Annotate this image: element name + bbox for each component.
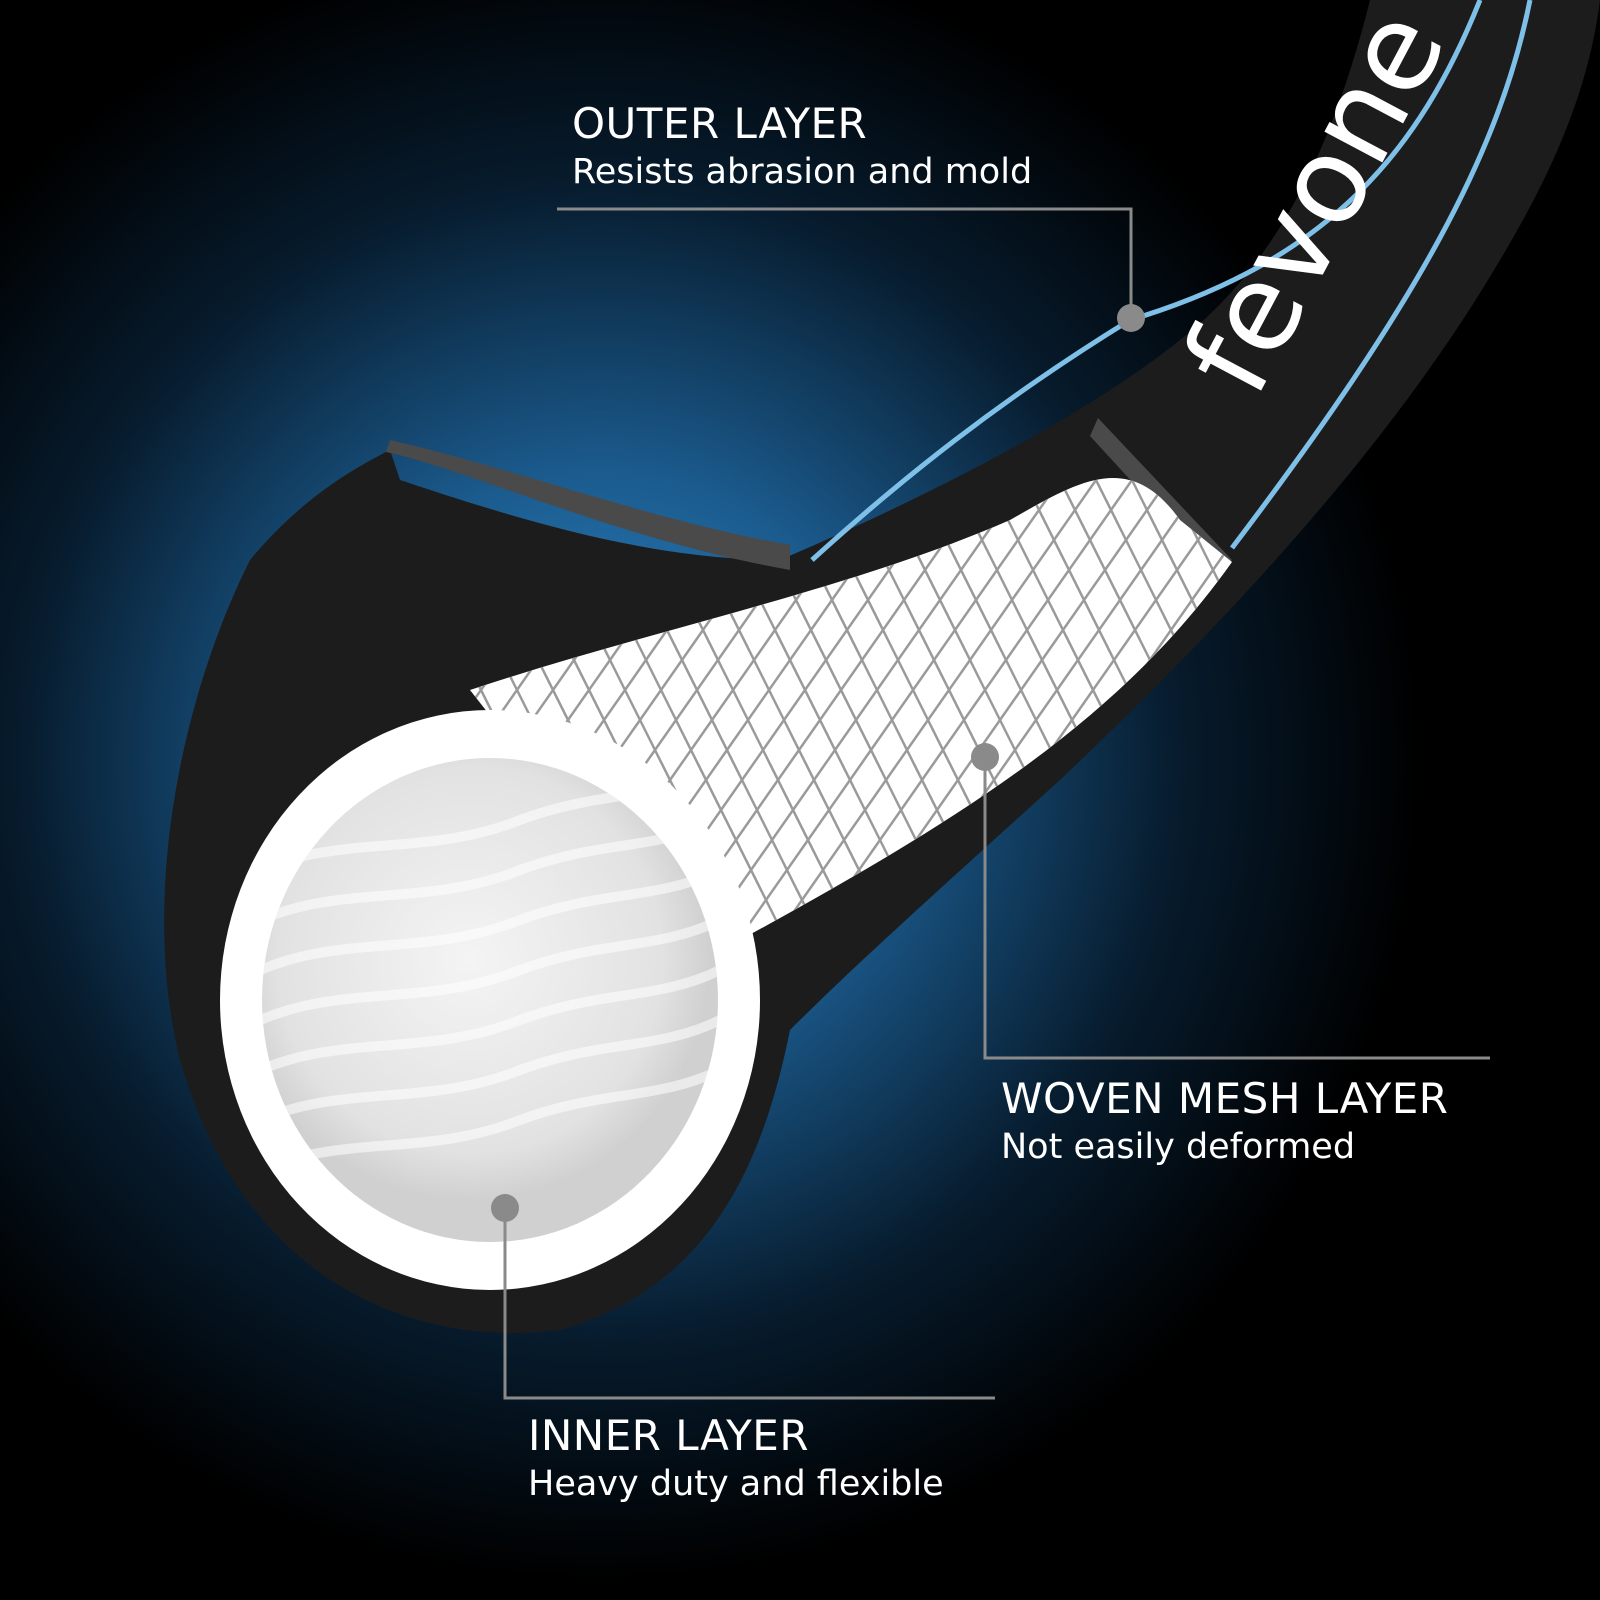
callout-mesh xyxy=(971,743,1490,1060)
mesh-layer-title: WOVEN MESH LAYER xyxy=(1001,1074,1449,1123)
callout-dot-inner xyxy=(491,1194,519,1222)
callout-inner xyxy=(491,1194,995,1400)
outer-layer-label: OUTER LAYER Resists abrasion and mold xyxy=(572,99,1033,193)
outer-layer-subtitle: Resists abrasion and mold xyxy=(572,152,1033,193)
mesh-strand xyxy=(694,478,1118,940)
inner-layer-label: INNER LAYER Heavy duty and flexible xyxy=(528,1411,944,1505)
mesh-strand xyxy=(730,478,1154,940)
inner-layer xyxy=(220,710,760,1290)
mesh-layer-subtitle: Not easily deformed xyxy=(1001,1127,1356,1168)
outer-layer-title: OUTER LAYER xyxy=(572,99,868,148)
callout-dot-outer xyxy=(1117,304,1145,332)
callout-dot-mesh xyxy=(971,743,999,771)
hose-stripe xyxy=(1230,0,1533,550)
inner-layer-subtitle: Heavy duty and flexible xyxy=(528,1464,944,1505)
inner-layer-title: INNER LAYER xyxy=(528,1411,810,1460)
mesh-layer-label: WOVEN MESH LAYER Not easily deformed xyxy=(1001,1074,1449,1168)
callout-line-mesh xyxy=(983,757,1490,1060)
callout-line-outer xyxy=(557,207,1133,318)
callout-line-inner xyxy=(503,1208,995,1400)
callout-outer xyxy=(557,207,1145,332)
mesh-strand xyxy=(1090,478,1232,940)
